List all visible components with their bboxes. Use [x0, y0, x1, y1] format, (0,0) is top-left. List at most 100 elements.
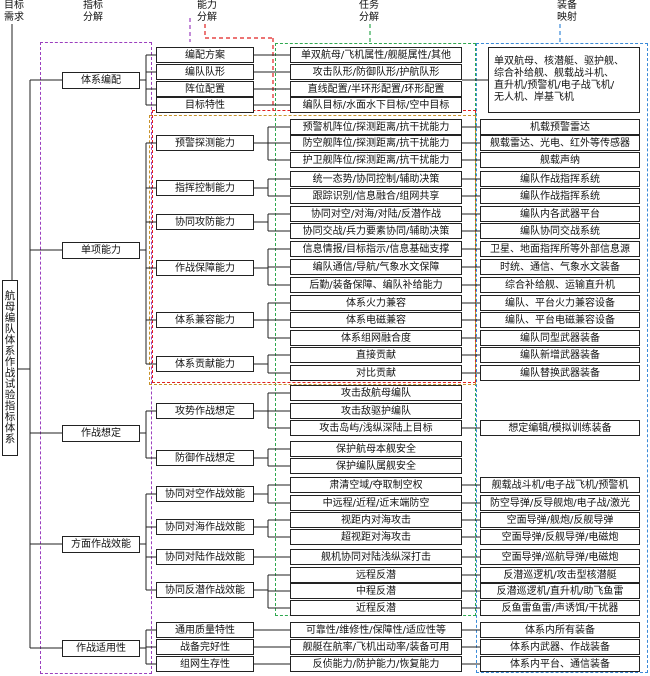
equipment-group-line: 无人机、岸基飞机 [494, 92, 574, 103]
capability-box: 阵位配置 [156, 81, 254, 97]
task-box: 体系火力兼容 [290, 295, 462, 311]
task-box: 攻击敌驱护编队 [290, 403, 462, 419]
equipment-box: 防空导弹/反导舰炮/电子战/激光 [480, 495, 640, 511]
task-box: 单双航母/飞机属性/舰艇属性/其他 [290, 47, 462, 63]
equipment-box: 编队新增武器装备 [480, 347, 640, 363]
capability-box: 目标特性 [156, 97, 254, 113]
equipment-box: 舰载雷达、光电、红外等传感器 [480, 135, 640, 151]
equipment-box: 空面导弹/舰炮/反舰导弹 [480, 512, 640, 528]
task-box: 视距内对海攻击 [290, 512, 462, 528]
capability-box: 协同攻防能力 [156, 214, 254, 230]
equipment-box: 体系内武器、作战装备 [480, 639, 640, 655]
header-goal-line1: 目标 [4, 0, 24, 11]
header-capability-line1: 能力 [197, 0, 217, 11]
task-box: 后勤/装备保障、编队补给能力 [290, 277, 462, 293]
equipment-group-line: 综合补给舰、舰载战斗机、 [494, 68, 614, 79]
equipment-box: 综合补给舰、运输直升机 [480, 277, 640, 293]
task-box: 近程反潜 [290, 600, 462, 616]
header-goal-line2: 需求 [4, 12, 24, 23]
equipment-box: 体系内所有装备 [480, 622, 640, 638]
task-box: 中程反潜 [290, 583, 462, 599]
capability-box: 体系贡献能力 [156, 356, 254, 372]
task-box: 攻击队形/防御队形/护航队形 [290, 64, 462, 80]
capability-box: 编配方案 [156, 47, 254, 63]
category-box: 体系编配 [62, 72, 140, 89]
equipment-box: 编队内各武器平台 [480, 206, 640, 222]
equipment-box: 空面导弹/反舰导弹/电磁炮 [480, 529, 640, 545]
equipment-box: 编队作战指挥系统 [480, 171, 640, 187]
capability-box: 协同对空作战效能 [156, 486, 254, 502]
task-box: 防空舰阵位/探测距离/抗干扰能力 [290, 135, 462, 151]
header-indicator-line1: 指标 [83, 0, 103, 11]
root-goal-box: 航母编队体系作战试验指标体系 [2, 280, 18, 456]
equipment-frame [476, 43, 648, 673]
capability-box: 防御作战想定 [156, 450, 254, 466]
task-box: 编队通信/导航/气象水文保障 [290, 259, 462, 275]
equipment-box: 编队同型武器装备 [480, 330, 640, 346]
capability-box: 攻势作战想定 [156, 403, 254, 419]
equipment-box: 编队、平台火力兼容设备 [480, 295, 640, 311]
equipment-group-line: 直升机/预警机/电子战飞机/ [494, 80, 615, 91]
equipment-box: 机载预警雷达 [480, 119, 640, 135]
header-task: 任务 分解 [352, 0, 386, 24]
root-goal-label: 航母编队体系作战试验指标体系 [4, 290, 16, 445]
header-goal: 目标 需求 [0, 0, 28, 24]
equipment-box: 反潜巡逻机/直升机/助飞鱼雷 [480, 583, 640, 599]
header-indicator-line2: 分解 [83, 12, 103, 23]
capability-box: 协同反潜作战效能 [156, 582, 254, 598]
task-box: 跟踪识别/信息融合/组网共享 [290, 188, 462, 204]
task-box: 统一态势/协同控制/辅助决策 [290, 171, 462, 187]
capability-box: 编队队形 [156, 64, 254, 80]
header-capability: 能力 分解 [190, 0, 224, 24]
equipment-box: 空面导弹/巡航导弹/电磁炮 [480, 549, 640, 565]
capability-box: 预警探测能力 [156, 135, 254, 151]
task-box: 中远程/近程/近末端防空 [290, 495, 462, 511]
task-box: 对比贡献 [290, 365, 462, 381]
task-box: 预警机阵位/探测距离/抗干扰能力 [290, 119, 462, 135]
equipment-box: 时统、通信、气象水文装备 [480, 259, 640, 275]
equipment-box: 反鱼雷鱼雷/声诱饵/干扰器 [480, 600, 640, 616]
header-task-line1: 任务 [359, 0, 379, 11]
header-indicator: 指标 分解 [76, 0, 110, 24]
task-box: 体系电磁兼容 [290, 312, 462, 328]
task-box: 体系组网融合度 [290, 330, 462, 346]
task-box: 信息情报/目标指示/信息基础支撑 [290, 241, 462, 257]
capability-box: 体系兼容能力 [156, 312, 254, 328]
header-capability-line2: 分解 [197, 12, 217, 23]
capability-frame-orange [149, 115, 476, 385]
equipment-box: 舰载战斗机/电子战飞机/预警机 [480, 477, 640, 493]
equipment-box: 卫星、地面指挥所等外部信息源 [480, 241, 640, 257]
task-box: 编队目标/水面水下目标/空中目标 [290, 97, 462, 113]
task-box: 直线配置/半环形配置/环形配置 [290, 81, 462, 97]
task-box: 反侦能力/防护能力/恢复能力 [290, 656, 462, 672]
category-box: 作战想定 [62, 425, 140, 442]
capability-box: 协同对陆作战效能 [156, 549, 254, 565]
task-box: 保护航母本舰安全 [290, 441, 462, 457]
task-box: 保护编队属舰安全 [290, 458, 462, 474]
task-box: 远程反潜 [290, 567, 462, 583]
equipment-box: 编队替换武器装备 [480, 365, 640, 381]
capability-box: 通用质量特性 [156, 622, 254, 638]
equipment-box: 想定编辑/模拟训练装备 [480, 420, 640, 436]
capability-box: 协同对海作战效能 [156, 519, 254, 535]
task-box: 协同对空/对海/对陆/反潜作战 [290, 206, 462, 222]
task-box: 超视距对海攻击 [290, 529, 462, 545]
category-box: 作战适用性 [62, 640, 140, 657]
equipment-box: 编队作战指挥系统 [480, 188, 640, 204]
task-box: 护卫舰阵位/探测距离/抗干扰能力 [290, 152, 462, 168]
capability-box: 战备完好性 [156, 639, 254, 655]
task-box: 攻击敌航母编队 [290, 385, 462, 401]
equipment-box: 体系内平台、通信装备 [480, 656, 640, 672]
capability-box: 组网生存性 [156, 656, 254, 672]
header-equipment-line1: 装备 [557, 0, 577, 11]
equipment-box: 编队协同交战系统 [480, 223, 640, 239]
header-task-line2: 分解 [359, 12, 379, 23]
category-box: 单项能力 [62, 242, 140, 259]
category-box: 方面作战效能 [62, 536, 140, 553]
equipment-box: 反潜巡逻机/攻击型核潜艇 [480, 567, 640, 583]
capability-box: 指挥控制能力 [156, 180, 254, 196]
header-equipment-line2: 映射 [557, 12, 577, 23]
task-box: 协同交战/兵力要素协同/辅助决策 [290, 223, 462, 239]
task-box: 直接贡献 [290, 347, 462, 363]
